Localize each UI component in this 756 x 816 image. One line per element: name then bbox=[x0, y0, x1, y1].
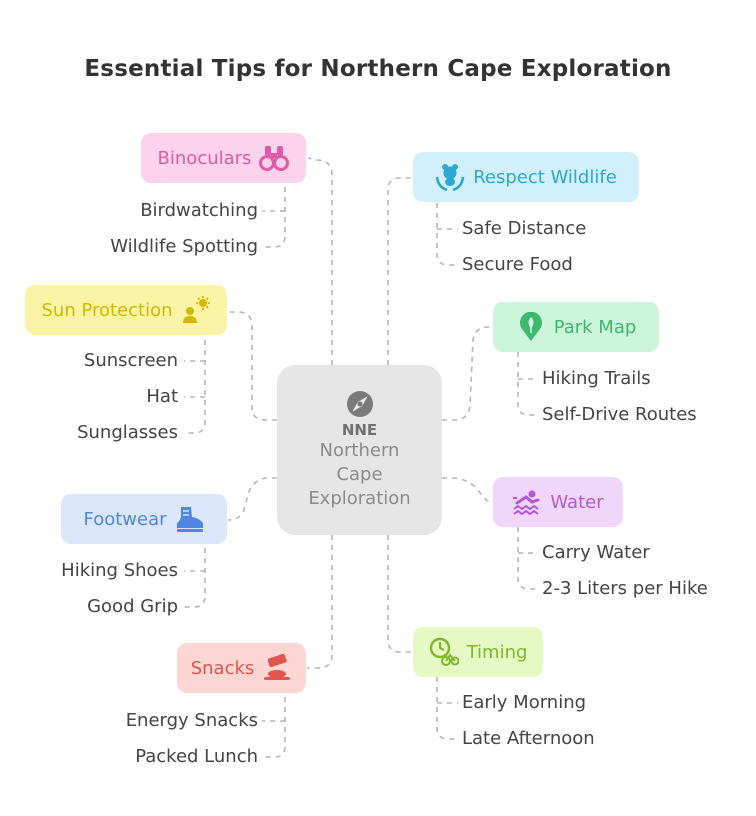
leaf-link-park-map bbox=[517, 352, 538, 416]
map-pin-tree-icon bbox=[516, 312, 546, 342]
branch-sun-protection[interactable]: Sun Protection bbox=[25, 285, 227, 335]
leaf-link-sun bbox=[184, 311, 227, 434]
leaf-link-water bbox=[517, 527, 538, 590]
link-timing bbox=[387, 535, 413, 653]
link-park-map bbox=[442, 326, 493, 421]
link-snacks bbox=[307, 535, 333, 669]
leaf-wildlife-spotting: Wildlife Spotting bbox=[110, 236, 258, 257]
snack-icon bbox=[262, 653, 292, 683]
logo-text: NNE bbox=[341, 421, 378, 439]
leaf-link-wildlife bbox=[436, 203, 458, 266]
branch-label: Park Map bbox=[553, 316, 637, 338]
link-wildlife bbox=[387, 177, 413, 365]
leaf-link-footwear bbox=[184, 519, 227, 608]
leaf-link-binoculars bbox=[262, 157, 306, 248]
leaf-hiking-shoes: Hiking Shoes bbox=[61, 560, 178, 581]
branch-park-map[interactable]: Park Map bbox=[493, 302, 659, 352]
link-sun bbox=[228, 311, 277, 421]
teddy-hands-icon bbox=[435, 162, 465, 192]
central-topic[interactable]: NNE Northern Cape Exploration bbox=[277, 365, 442, 535]
leaf-liters-per-hike: 2-3 Liters per Hike bbox=[542, 578, 708, 599]
branch-label: Timing bbox=[466, 641, 528, 663]
compass-icon bbox=[346, 391, 373, 417]
center-line-2: Cape bbox=[336, 464, 383, 485]
branch-footwear[interactable]: Footwear bbox=[61, 494, 227, 544]
leaf-late-afternoon: Late Afternoon bbox=[462, 728, 595, 749]
link-footwear bbox=[227, 477, 277, 521]
center-line-3: Exploration bbox=[308, 488, 411, 509]
leaf-secure-food: Secure Food bbox=[462, 254, 573, 275]
leaf-self-drive-routes: Self-Drive Routes bbox=[542, 404, 697, 425]
leaf-carry-water: Carry Water bbox=[542, 542, 650, 563]
leaf-safe-distance: Safe Distance bbox=[462, 218, 587, 239]
leaf-hat: Hat bbox=[146, 386, 178, 407]
leaf-energy-snacks: Energy Snacks bbox=[125, 710, 258, 731]
branch-timing[interactable]: Timing bbox=[413, 627, 543, 677]
branch-label: Binoculars bbox=[157, 147, 252, 169]
leaf-link-timing bbox=[436, 677, 458, 740]
leaf-packed-lunch: Packed Lunch bbox=[135, 746, 258, 767]
clock-bike-icon bbox=[429, 637, 459, 667]
branch-binoculars[interactable]: Binoculars bbox=[141, 133, 306, 183]
leaf-early-morning: Early Morning bbox=[462, 692, 587, 713]
leaf-good-grip: Good Grip bbox=[87, 596, 178, 617]
branch-label: Footwear bbox=[83, 508, 167, 530]
sun-person-icon bbox=[181, 295, 211, 325]
leaf-sunscreen: Sunscreen bbox=[83, 350, 178, 371]
leaf-link-snacks bbox=[262, 667, 306, 758]
sneaker-icon bbox=[175, 504, 205, 534]
leaf-birdwatching: Birdwatching bbox=[140, 200, 258, 221]
link-binoculars bbox=[307, 157, 333, 365]
branch-label: Sun Protection bbox=[41, 299, 173, 321]
swimmer-icon bbox=[512, 487, 542, 517]
binoculars-icon bbox=[259, 143, 290, 173]
center-line-1: Northern bbox=[319, 440, 400, 461]
branch-label: Water bbox=[550, 491, 604, 513]
leaf-sunglasses: Sunglasses bbox=[77, 422, 178, 443]
diagram-title: Essential Tips for Northern Cape Explora… bbox=[84, 56, 672, 82]
branch-respect-wildlife[interactable]: Respect Wildlife bbox=[413, 152, 639, 202]
branch-water[interactable]: Water bbox=[493, 477, 623, 527]
branch-label: Respect Wildlife bbox=[473, 166, 617, 188]
leaf-hiking-trails: Hiking Trails bbox=[542, 368, 651, 389]
branch-snacks[interactable]: Snacks bbox=[177, 643, 306, 693]
branch-label: Snacks bbox=[190, 657, 255, 679]
link-water bbox=[442, 477, 494, 503]
